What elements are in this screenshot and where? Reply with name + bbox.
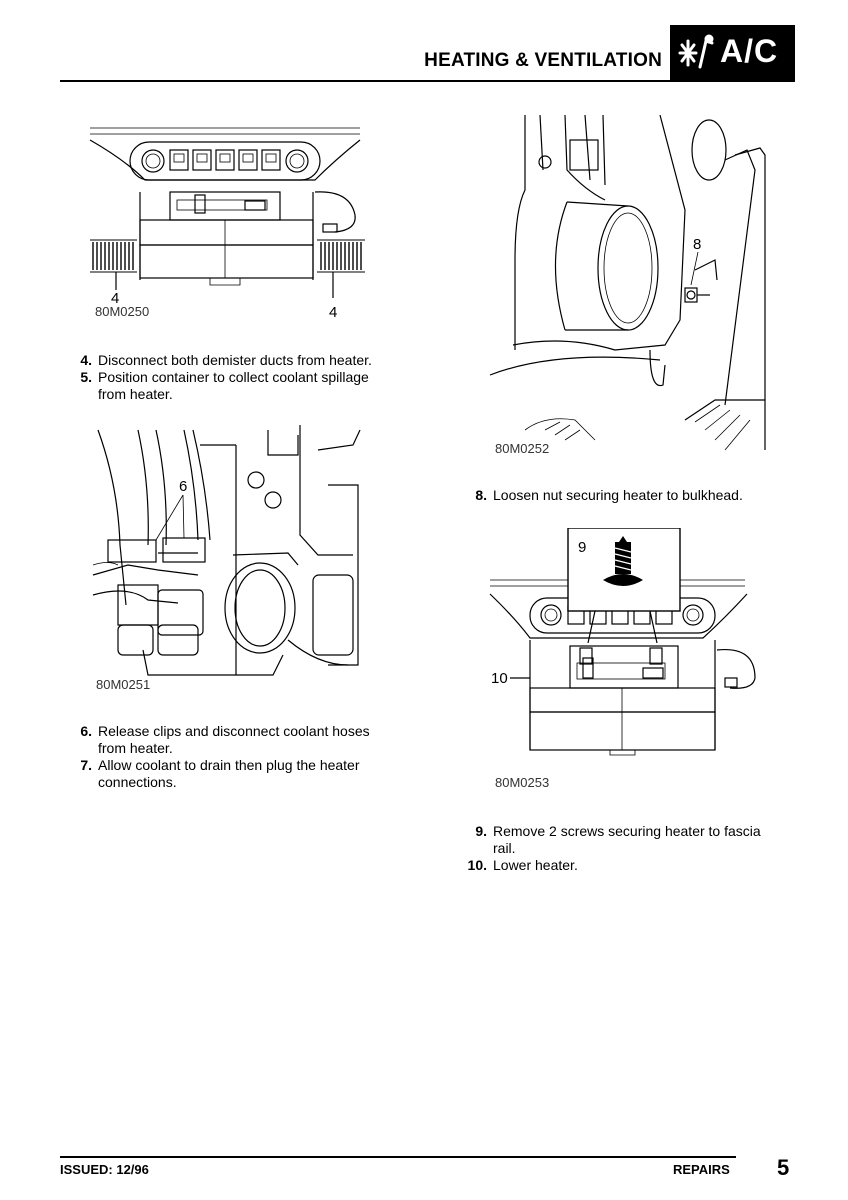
- figure-callout: 4: [111, 290, 119, 307]
- page-number: 5: [777, 1155, 790, 1180]
- step-number: 9.: [475, 823, 487, 839]
- step-text: Position container to collect coolant sp…: [98, 369, 369, 385]
- figure-reference: 80M0253: [495, 775, 549, 790]
- step-number: 5.: [80, 369, 92, 385]
- step-text: rail.: [493, 840, 516, 856]
- page-title: HEATING & VENTILATION: [424, 50, 662, 71]
- figure-callout: 6: [179, 478, 187, 495]
- fan-snowflake-icon: [676, 31, 718, 80]
- step-text: Remove 2 screws securing heater to fasci…: [493, 823, 761, 839]
- step-text: from heater.: [98, 386, 173, 402]
- figure-callout: 4: [329, 304, 337, 321]
- figure-reference: 80M0250: [95, 304, 149, 319]
- step-item: 9. Remove 2 screws securing heater to fa…: [465, 823, 805, 857]
- figure-reference: 80M0252: [495, 441, 549, 456]
- step-text: connections.: [98, 774, 177, 790]
- figure-callout: 9: [578, 539, 586, 556]
- step-text: Lower heater.: [493, 857, 578, 873]
- step-text: Release clips and disconnect coolant hos…: [98, 723, 370, 739]
- section-badge: A/C: [670, 25, 795, 82]
- figure-callout: 10: [491, 670, 508, 687]
- step-item: 4. Disconnect both demister ducts from h…: [70, 352, 390, 369]
- step-item: 6. Release clips and disconnect coolant …: [70, 723, 390, 757]
- step-number: 4.: [80, 352, 92, 368]
- step-text: from heater.: [98, 740, 173, 756]
- issued-date: ISSUED: 12/96: [60, 1162, 149, 1177]
- figure-80M0250: 4 4 80M0250: [85, 120, 375, 325]
- step-number: 7.: [80, 757, 92, 773]
- figure-80M0251: 6 80M0251: [88, 425, 368, 700]
- figure-80M0252: 8 80M0252: [485, 110, 770, 460]
- figure-callout: 8: [693, 236, 701, 253]
- figure-reference: 80M0251: [96, 677, 150, 692]
- header-rule: [60, 80, 674, 82]
- figure-80M0253: 10 9 80M0253: [485, 528, 770, 793]
- step-number: 6.: [80, 723, 92, 739]
- step-text: Loosen nut securing heater to bulkhead.: [493, 487, 743, 503]
- section-name: REPAIRS: [673, 1162, 730, 1177]
- step-text: Allow coolant to drain then plug the hea…: [98, 757, 360, 773]
- step-number: 10.: [467, 857, 487, 873]
- badge-label: A/C: [720, 33, 779, 69]
- step-text: Disconnect both demister ducts from heat…: [98, 352, 372, 368]
- footer-rule: [60, 1156, 736, 1158]
- step-item: 10. Lower heater.: [465, 857, 805, 874]
- step-item: 8. Loosen nut securing heater to bulkhea…: [465, 487, 805, 504]
- step-number: 8.: [475, 487, 487, 503]
- step-item: 7. Allow coolant to drain then plug the …: [70, 757, 390, 791]
- step-item: 5. Position container to collect coolant…: [70, 369, 390, 403]
